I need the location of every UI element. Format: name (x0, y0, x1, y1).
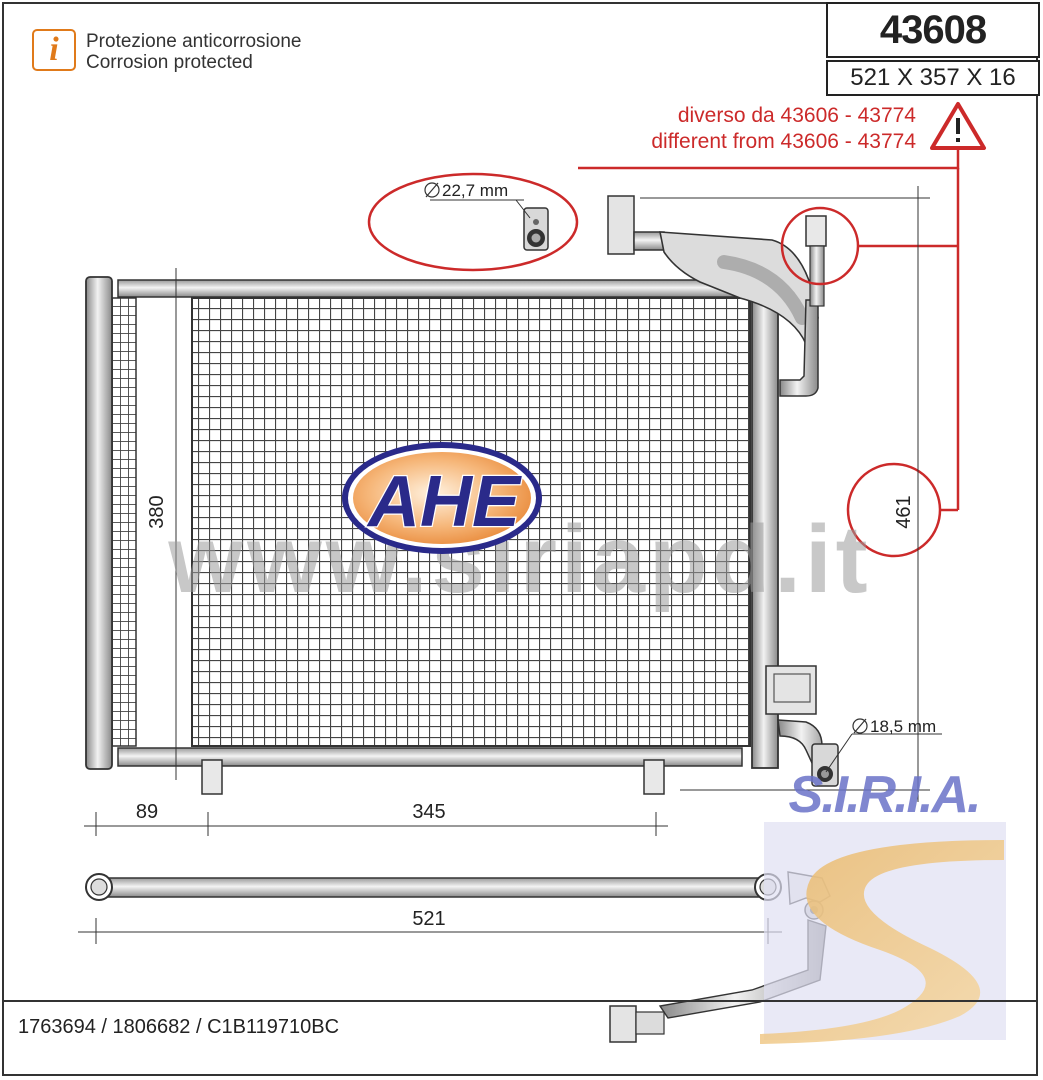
dim-461-label: 461 (893, 495, 915, 528)
difference-highlights (578, 150, 960, 558)
info-icon: i (32, 29, 76, 71)
corrosion-info-it: Protezione anticorrosione (86, 31, 302, 52)
difference-note-it: diverso da 43606 - 43774 (677, 104, 916, 127)
siria-logo-text: S.I.R.I.A. (789, 766, 980, 824)
outlet-fitting (765, 665, 839, 787)
warning-icon (930, 102, 986, 150)
condenser-core (85, 276, 779, 795)
ahe-logo-text: AHE (366, 462, 522, 542)
inlet-diameter-label: 22,7 mm (442, 181, 508, 200)
dim-380-label: 380 (146, 495, 168, 528)
product-code: 43608 (826, 2, 1040, 58)
inlet-pipe (607, 195, 827, 397)
dimension-lines (78, 186, 930, 944)
outlet-callout-leader (825, 718, 942, 773)
oe-codes: 1763694 / 1806682 / C1B119710BC (18, 1016, 340, 1038)
difference-note: diverso da 43606 - 43774 different from … (651, 103, 916, 155)
siria-logo: S.I.R.I.A. (760, 766, 1006, 1044)
corrosion-info-en: Corrosion protected (86, 52, 253, 73)
dim-521-label: 521 (412, 908, 445, 930)
outlet-diameter-label: 18,5 mm (870, 717, 936, 736)
product-dimensions: 521 X 357 X 16 (826, 60, 1040, 96)
dim-89-label: 89 (136, 801, 158, 823)
ahe-logo: AHE (342, 442, 542, 554)
corrosion-info: Protezione anticorrosione Corrosion prot… (86, 31, 301, 73)
inlet-callout (367, 172, 579, 272)
difference-note-en: different from 43606 - 43774 (651, 130, 916, 153)
dim-345-label: 345 (412, 801, 445, 823)
footer: 1763694 / 1806682 / C1B119710BC (2, 1000, 1038, 1076)
